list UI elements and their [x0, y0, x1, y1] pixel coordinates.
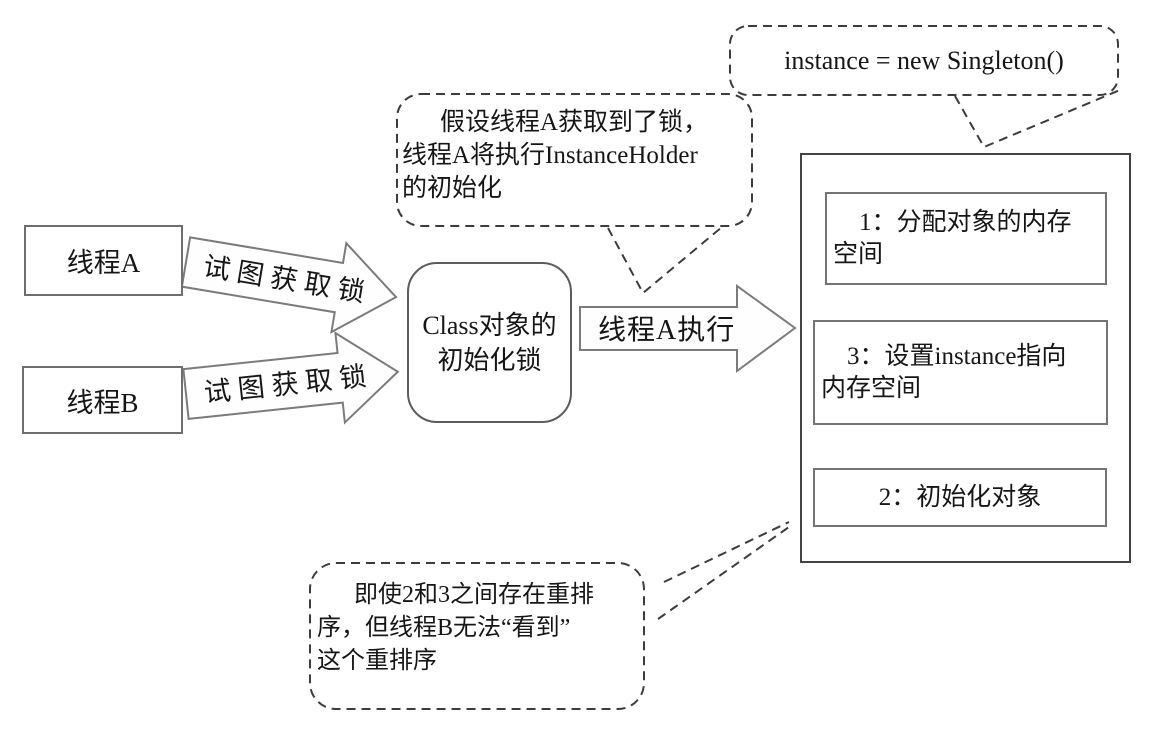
execution-box: 1：分配对象的内存 空间 3：设置instance指向 内存空间 2：初始化对象 — [800, 153, 1131, 563]
step-3-line2: 内存空间 — [821, 374, 922, 402]
instance-bubble: instance = new Singleton() — [730, 26, 1118, 95]
step-2-line1: 2：初始化对象 — [878, 483, 1042, 511]
reorder-bubble-tail-upper — [663, 521, 790, 583]
thread-b-box: 线程B — [22, 366, 183, 434]
thread-b-label: 线程B — [66, 387, 139, 418]
assume-bubble-line3: 的初始化 — [402, 175, 503, 202]
reorder-bubble-tail-lower — [657, 526, 790, 620]
arrow-try-lock-b-shape — [182, 331, 400, 425]
reorder-bubble-outline — [309, 562, 645, 710]
assume-bubble-line2: 线程A将执行InstanceHolder — [402, 142, 698, 169]
class-init-lock-line2: 初始化锁 — [437, 345, 542, 375]
step-3-set-instance-box: 3：设置instance指向 内存空间 — [813, 320, 1108, 425]
step-1-line1: 1：分配对象的内存 — [859, 208, 1072, 236]
arrow-execute-shape — [579, 284, 797, 373]
assume-bubble-line1: 假设线程A获取到了锁， — [440, 109, 709, 136]
thread-a-label: 线程A — [66, 248, 141, 278]
step-3-line1: 3：设置instance指向 — [847, 342, 1067, 370]
thread-a-box: 线程A — [24, 225, 183, 296]
reorder-bubble-line3: 这个重排序 — [317, 648, 437, 674]
assume-bubble-tail — [607, 226, 723, 295]
step-1-line2: 空间 — [833, 240, 884, 268]
arrow-execute-label: 线程A执行 — [598, 314, 735, 346]
arrow-try-lock-a-shape — [180, 236, 398, 334]
arrow-try-lock-b: 试图获取锁 — [182, 331, 400, 425]
arrow-execute: 线程A执行 — [579, 284, 797, 373]
assume-bubble-outline — [396, 93, 753, 227]
step-1-allocate-box: 1：分配对象的内存 空间 — [825, 192, 1107, 285]
step-2-initialize-box: 2：初始化对象 — [813, 468, 1107, 527]
class-init-lock-box: Class对象的 初始化锁 — [407, 262, 572, 423]
instance-bubble-text: instance = new Singleton() — [784, 45, 1064, 75]
class-init-lock-line1: Class对象的 — [422, 310, 557, 340]
instance-bubble-tail — [954, 89, 1121, 149]
arrow-try-lock-a: 试图获取锁 — [180, 236, 398, 334]
reorder-bubble: 即使2和3之间存在重排 序，但线程B无法“看到” 这个重排序 — [310, 563, 644, 709]
assume-bubble: 假设线程A获取到了锁， 线程A将执行InstanceHolder 的初始化 — [397, 94, 752, 226]
reorder-bubble-line2: 序，但线程B无法“看到” — [317, 615, 571, 641]
reorder-bubble-line1: 即使2和3之间存在重排 — [354, 582, 594, 608]
instance-bubble-outline — [729, 25, 1119, 96]
